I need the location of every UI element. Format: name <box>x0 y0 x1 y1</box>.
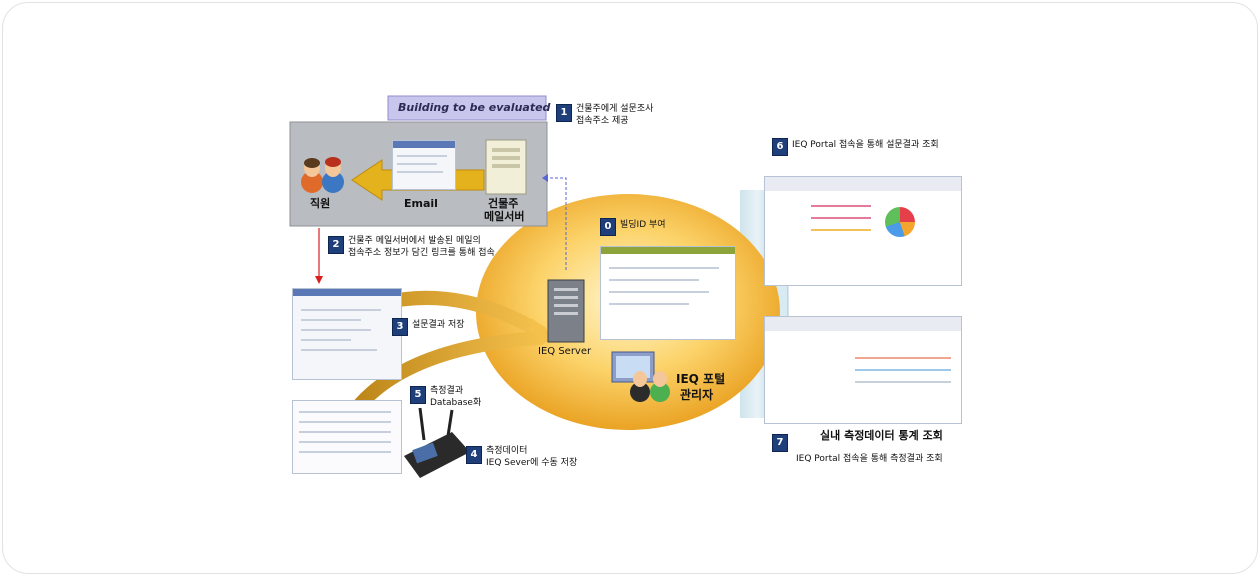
building-label: Building to be evaluated <box>398 101 551 114</box>
portal-screenshot <box>600 246 736 340</box>
ieq-server-label: IEQ Server <box>538 346 592 357</box>
step-2-line-2: 접속주소 정보가 담긴 링크를 통해 접속 <box>348 248 495 258</box>
step-7-line-2: IEQ Portal 접속을 통해 측정결과 조회 <box>796 454 943 464</box>
ieq-server-icon <box>547 279 585 343</box>
survey-pie-chart <box>885 207 915 237</box>
step-2-line-1: 건물주 메일서버에서 발송된 메일의 <box>348 236 481 246</box>
step-7-line-1: 실내 측정데이터 통계 조회 <box>820 429 943 442</box>
arrow-head-blue <box>542 174 548 182</box>
step-0-line-1: 빌딩ID 부여 <box>620 220 666 230</box>
database-screenshot <box>292 400 402 474</box>
measurement-result-screenshot <box>764 316 962 424</box>
step-6-line-1: IEQ Portal 접속을 통해 설문결과 조회 <box>792 140 939 150</box>
email-screenshot <box>392 140 456 190</box>
email-label: Email <box>404 197 438 210</box>
measurement-device-icon <box>404 407 470 478</box>
step-badge-1: 1 <box>556 104 572 122</box>
step-5-line-2: Database화 <box>430 398 482 408</box>
portal-admin-label-2: 관리자 <box>680 388 714 402</box>
arrow-head-red <box>315 276 323 284</box>
step-badge-3: 3 <box>392 318 408 336</box>
step-3-line-1: 설문결과 저장 <box>412 320 465 330</box>
step-badge-7: 7 <box>772 434 788 452</box>
step-5-line-1: 측정결과 <box>430 386 464 396</box>
arrow-server-to-mail <box>548 177 567 270</box>
staff-icon <box>301 157 344 193</box>
step-badge-5: 5 <box>410 386 426 404</box>
survey-screenshot <box>292 288 402 380</box>
step-badge-4: 4 <box>466 446 482 464</box>
portal-admin-icon <box>611 351 670 402</box>
step-1-line-1: 건물주에게 설문조사 <box>576 104 654 114</box>
survey-result-screenshot <box>764 176 962 286</box>
step-4-line-2: IEQ Sever에 수동 저장 <box>486 458 578 468</box>
mail-server-icon <box>485 139 527 195</box>
step-badge-2: 2 <box>328 236 344 254</box>
staff-label: 직원 <box>310 197 331 210</box>
server-owner-label-2: 메일서버 <box>484 210 525 223</box>
step-1-line-2: 접속주소 제공 <box>576 116 629 126</box>
server-owner-label-1: 건물주 <box>488 197 519 210</box>
step-4-line-1: 측정데이터 <box>486 446 528 456</box>
step-badge-6: 6 <box>772 138 788 156</box>
step-badge-0: 0 <box>600 218 616 236</box>
portal-admin-label-1: IEQ 포털 <box>676 372 726 386</box>
building-header-band <box>387 95 547 121</box>
